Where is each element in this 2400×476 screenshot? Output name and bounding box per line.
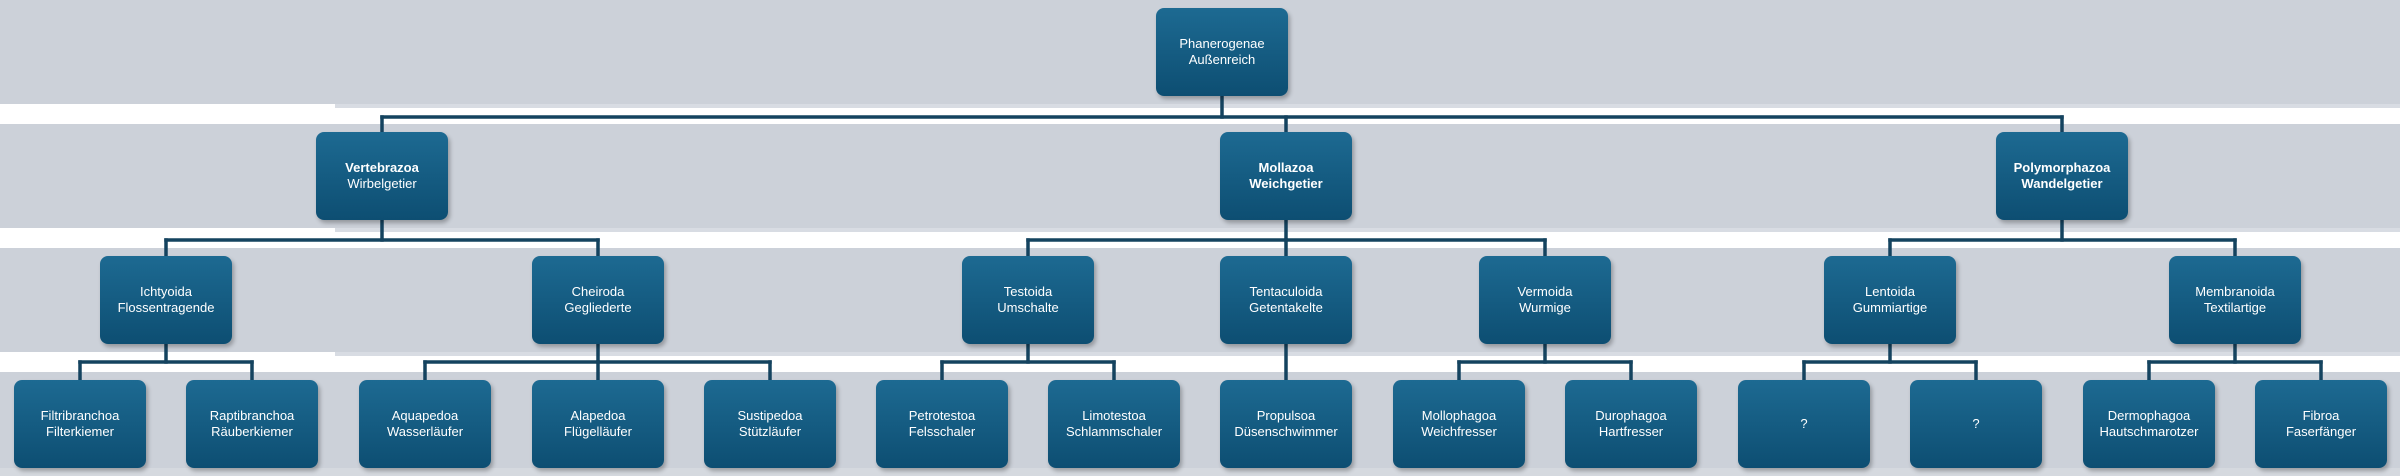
- node-latin-name: Polymorphazoa: [2013, 160, 2111, 175]
- node-latin-name: Raptibranchoa: [209, 408, 295, 423]
- node-dermophagoa: Dermophagoa Hautschmarotzer: [2083, 380, 2215, 468]
- node-testoida: Testoida Umschalte: [962, 256, 1094, 344]
- node-latin-name: Membranoida: [2195, 284, 2275, 299]
- node-alapedoa: Alapedoa Flügelläufer: [532, 380, 664, 468]
- node-unknown-2: ?: [1910, 380, 2042, 468]
- node-mollazoa: Mollazoa Weichgetier: [1220, 132, 1352, 220]
- node-common-name: Textilartige: [2203, 300, 2267, 315]
- node-polymorphazoa: Polymorphazoa Wandelgetier: [1996, 132, 2128, 220]
- node-latin-name: Durophagoa: [1595, 408, 1667, 423]
- node-ichtyoida: Ichtyoida Flossentragende: [100, 256, 232, 344]
- node-root: Phanerogenae Außenreich: [1156, 8, 1288, 96]
- node-latin-name: Testoida: [1003, 284, 1053, 299]
- node-common-name: Weichgetier: [1249, 176, 1323, 191]
- node-latin-name: Filtribranchoa: [40, 408, 120, 423]
- node-common-name: Stützläufer: [738, 424, 802, 439]
- node-latin-name: Propulsoa: [1256, 408, 1316, 423]
- node-common-name: Wirbelgetier: [347, 176, 417, 191]
- node-latin-name: ?: [1800, 416, 1808, 431]
- node-common-name: Räuberkiemer: [211, 424, 293, 439]
- node-cheiroda: Cheiroda Gegliederte: [532, 256, 664, 344]
- node-membranoida: Membranoida Textilartige: [2169, 256, 2301, 344]
- bottom-strip: [0, 468, 2400, 476]
- node-latin-name: Alapedoa: [570, 408, 626, 423]
- node-petrotestoa: Petrotestoa Felsschaler: [876, 380, 1008, 468]
- node-fibroa: Fibroa Faserfänger: [2255, 380, 2387, 468]
- node-vertebrazoa: Vertebrazoa Wirbelgetier: [316, 132, 448, 220]
- node-latin-name: Vermoida: [1517, 284, 1573, 299]
- node-latin-name: Petrotestoa: [908, 408, 976, 423]
- node-common-name: Wandelgetier: [2021, 176, 2103, 191]
- node-common-name: Wasserläufer: [386, 424, 464, 439]
- node-unknown-1: ?: [1738, 380, 1870, 468]
- node-latin-name: Mollophagoa: [1421, 408, 1497, 423]
- node-common-name: Wurmige: [1519, 300, 1571, 315]
- node-propulsoa: Propulsoa Düsenschwimmer: [1220, 380, 1352, 468]
- node-latin-name: Limotestoa: [1082, 408, 1146, 423]
- node-lentoida: Lentoida Gummiartige: [1824, 256, 1956, 344]
- node-latin-name: Tentaculoida: [1249, 284, 1323, 299]
- node-latin-name: Phanerogenae: [1179, 36, 1265, 51]
- band-separator: [335, 228, 2400, 232]
- node-common-name: Düsenschwimmer: [1234, 424, 1338, 439]
- node-limotestoa: Limotestoa Schlammschaler: [1048, 380, 1180, 468]
- node-filtribranchoa: Filtribranchoa Filterkiemer: [14, 380, 146, 468]
- node-common-name: Gegliederte: [564, 300, 632, 315]
- node-common-name: Faserfänger: [2285, 424, 2357, 439]
- node-latin-name: Ichtyoida: [139, 284, 193, 299]
- node-latin-name: Lentoida: [1865, 284, 1915, 299]
- node-common-name: Weichfresser: [1421, 424, 1497, 439]
- node-common-name: Außenreich: [1188, 52, 1256, 67]
- node-sustipedoa: Sustipedoa Stützläufer: [704, 380, 836, 468]
- node-common-name: Filterkiemer: [46, 424, 114, 439]
- node-common-name: Flossentragende: [117, 300, 215, 315]
- node-latin-name: Fibroa: [2302, 408, 2340, 423]
- node-latin-name: Vertebrazoa: [345, 160, 419, 175]
- node-latin-name: Dermophagoa: [2107, 408, 2191, 423]
- tree-level-band-2: [0, 248, 2400, 352]
- node-common-name: Gummiartige: [1852, 300, 1928, 315]
- band-separator: [335, 104, 2400, 108]
- node-common-name: Hartfresser: [1598, 424, 1664, 439]
- node-aquapedoa: Aquapedoa Wasserläufer: [359, 380, 491, 468]
- node-latin-name: Cheiroda: [571, 284, 625, 299]
- node-vermoida: Vermoida Wurmige: [1479, 256, 1611, 344]
- node-common-name: Hautschmarotzer: [2099, 424, 2199, 439]
- node-latin-name: Aquapedoa: [391, 408, 459, 423]
- node-raptibranchoa: Raptibranchoa Räuberkiemer: [186, 380, 318, 468]
- node-common-name: Flügelläufer: [564, 424, 632, 439]
- node-latin-name: Sustipedoa: [737, 408, 803, 423]
- node-durophagoa: Durophagoa Hartfresser: [1565, 380, 1697, 468]
- node-latin-name: ?: [1972, 416, 1980, 431]
- band-separator: [335, 352, 2400, 356]
- node-common-name: Getentakelte: [1249, 300, 1323, 315]
- node-common-name: Umschalte: [997, 300, 1059, 315]
- node-mollophagoa: Mollophagoa Weichfresser: [1393, 380, 1525, 468]
- node-common-name: Felsschaler: [908, 424, 976, 439]
- node-common-name: Schlammschaler: [1065, 424, 1163, 439]
- node-latin-name: Mollazoa: [1258, 160, 1314, 175]
- node-tentaculoida: Tentaculoida Getentakelte: [1220, 256, 1352, 344]
